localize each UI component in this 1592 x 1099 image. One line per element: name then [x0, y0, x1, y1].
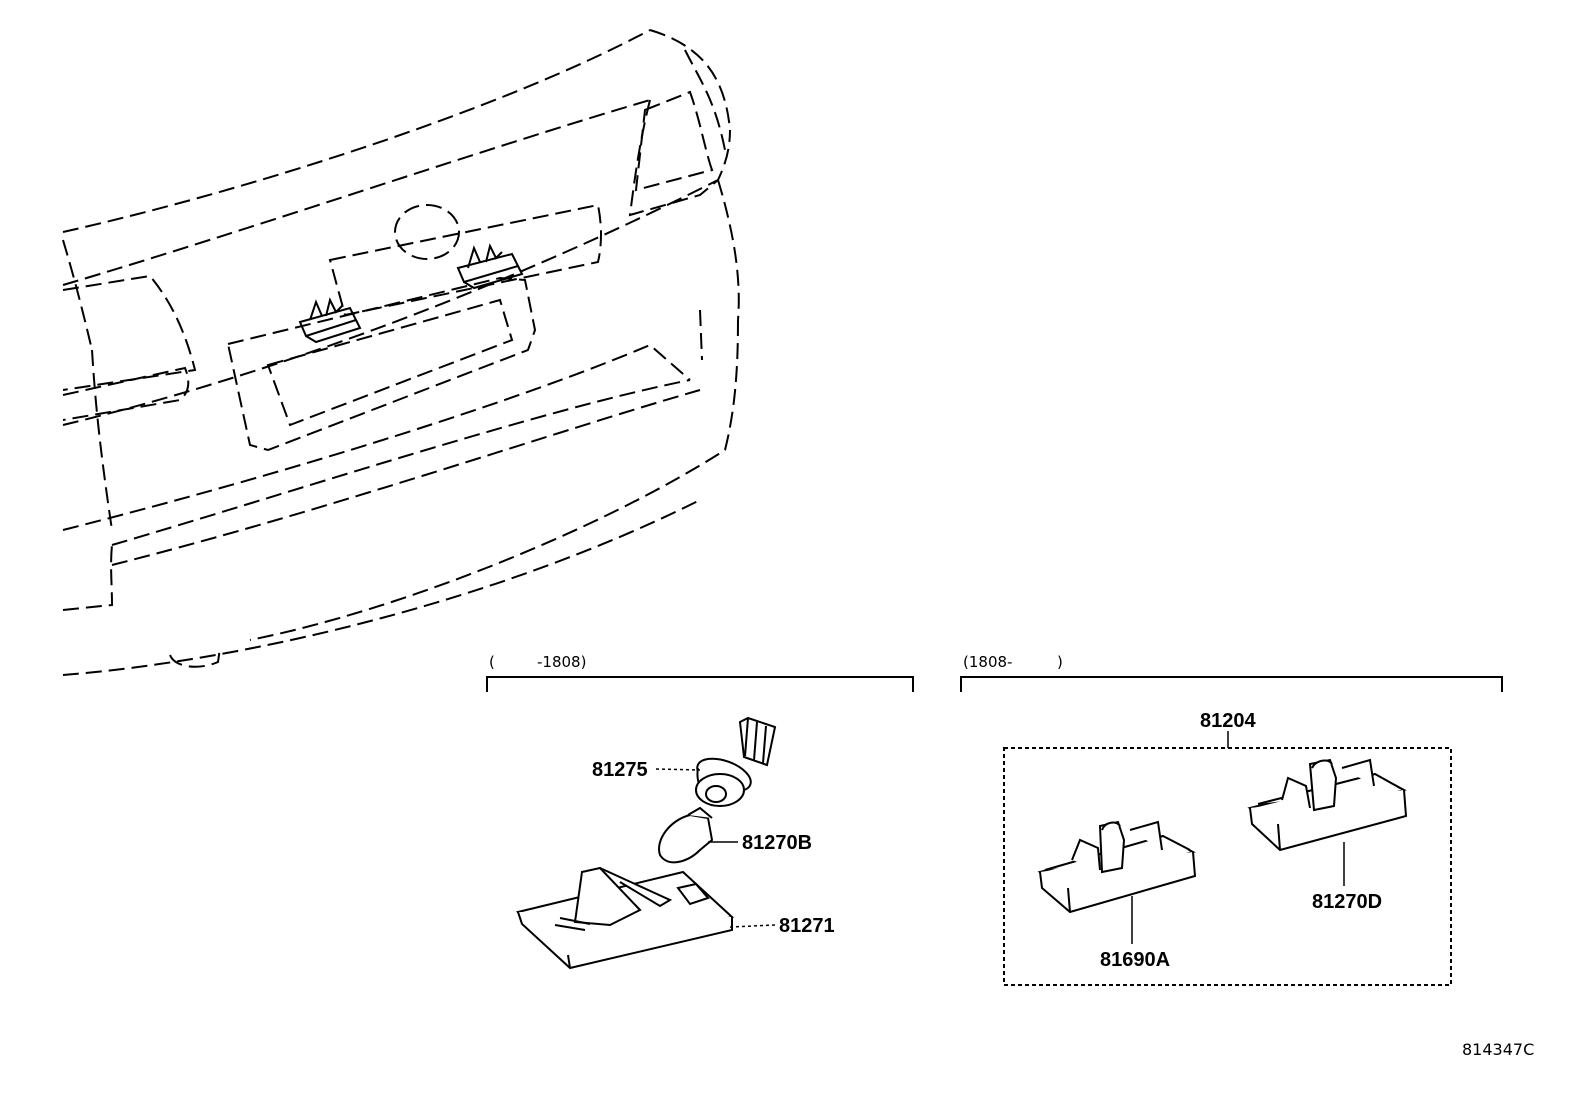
part-number-81275: 81275: [592, 759, 648, 781]
leader-81275: [655, 768, 701, 771]
part-number-81271: 81271: [779, 915, 835, 937]
range-bracket-late: [960, 676, 1503, 692]
drawing-code: 814347C: [1462, 1040, 1534, 1059]
lamp-housing-81270d-drawing: [1247, 758, 1408, 852]
bulb-part-drawing: [658, 806, 714, 864]
assembly-number-81204: 81204: [1200, 710, 1256, 732]
range-label-early: -1808): [537, 653, 586, 671]
assembly-box: [1003, 747, 1452, 986]
range-open-paren: (: [489, 653, 495, 671]
vehicle-lamp-left: [298, 297, 362, 344]
range-bracket-early: [486, 676, 914, 692]
range-label-late: (1808-: [963, 653, 1012, 671]
range-close-paren: ): [1057, 653, 1063, 671]
socket-part-drawing: [695, 716, 777, 807]
leader-81271: [729, 924, 776, 928]
part-number-81270b: 81270B: [742, 832, 812, 854]
lamp-housing-part-drawing: [515, 866, 735, 970]
part-number-81270d: 81270D: [1312, 891, 1382, 913]
vehicle-rear-outline: [62, 29, 740, 676]
lamp-housing-81690a-drawing: [1037, 820, 1197, 914]
vehicle-lamp-right: [456, 243, 524, 290]
part-number-81690a: 81690A: [1100, 949, 1170, 971]
